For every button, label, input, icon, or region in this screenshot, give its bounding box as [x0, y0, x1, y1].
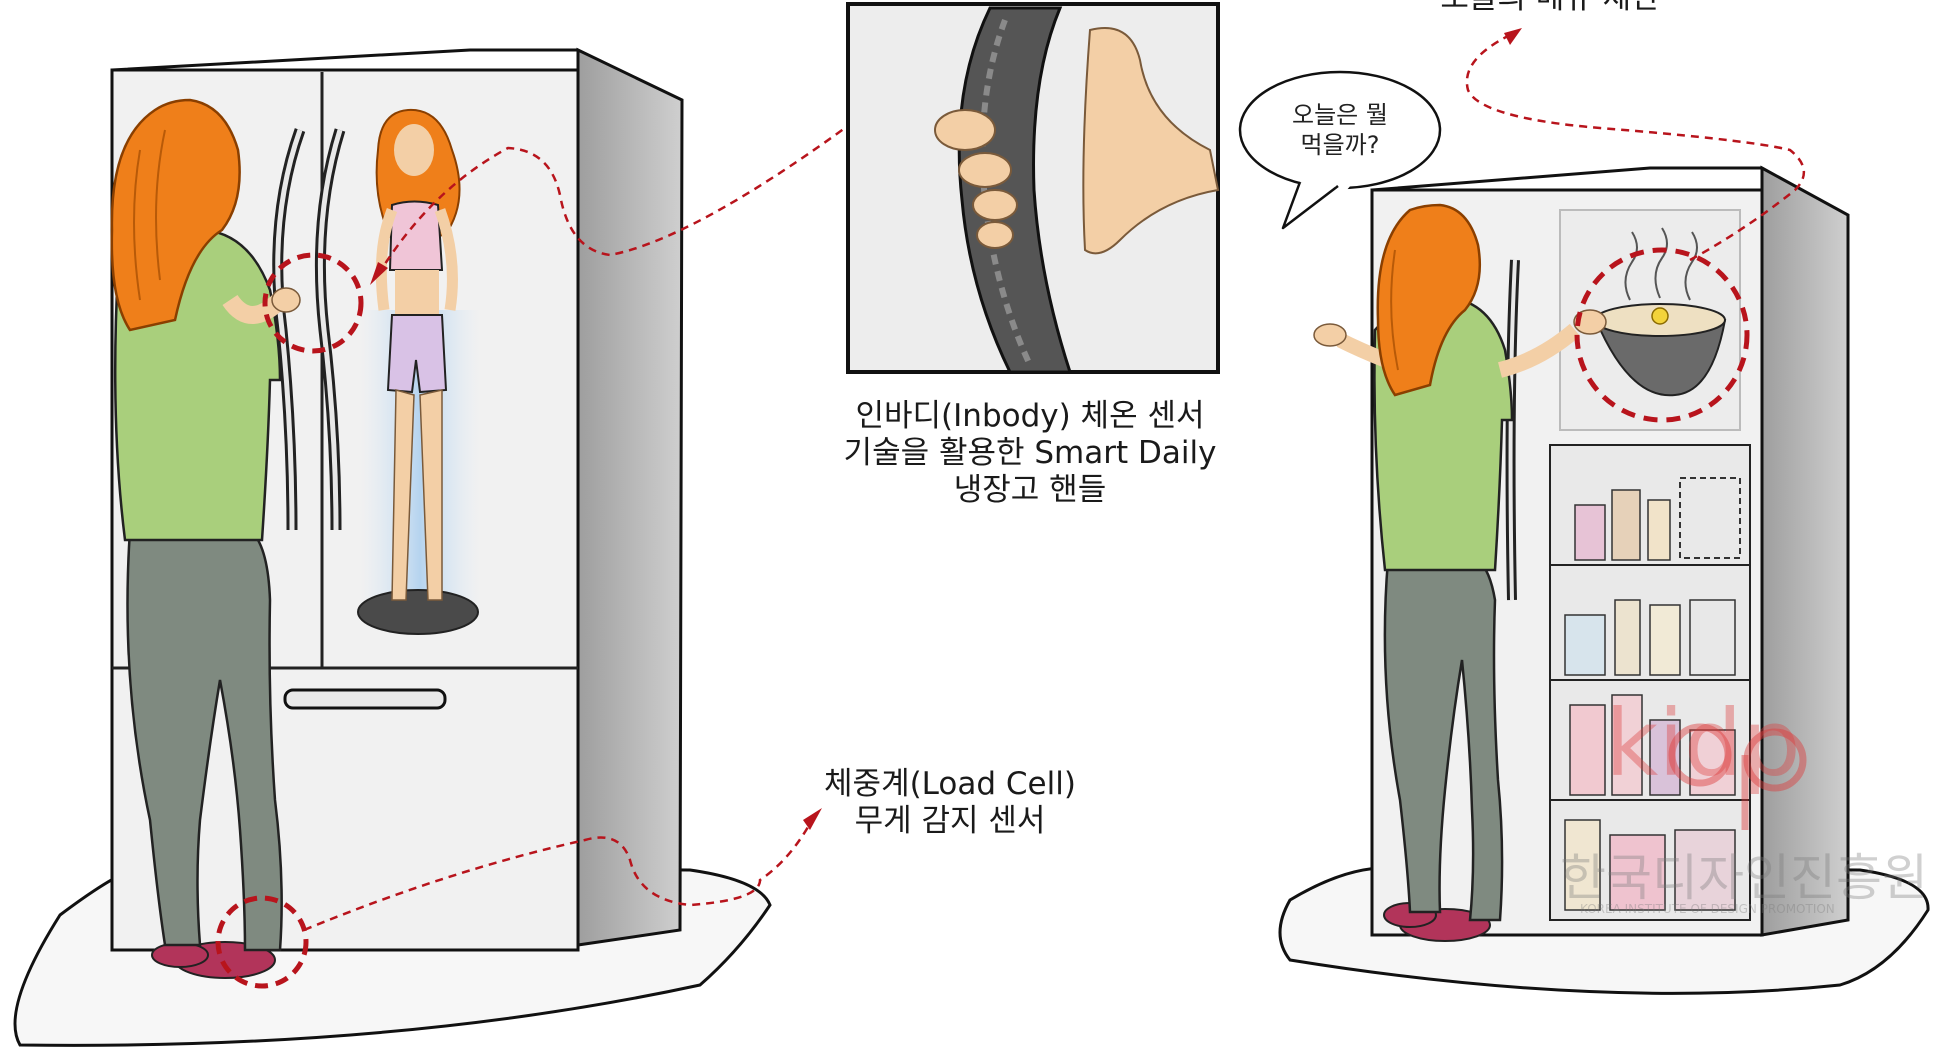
freezer-drawer-handle [285, 690, 445, 708]
speech-bubble-line-2: 먹을까? [1260, 130, 1420, 160]
handle-sensor-caption: 인바디(Inbody) 체온 센서 기술을 활용한 Smart Daily 냉장… [830, 398, 1230, 509]
handle-zoom-inset [848, 4, 1218, 372]
menu-caption-line-1: 오늘의 메뉴 제안 [1420, 0, 1680, 17]
speech-bubble-line-1: 오늘은 뭘 [1260, 100, 1420, 130]
fridge-left-side [578, 50, 682, 945]
watermark-logo: kidp [1605, 690, 1801, 797]
watermark-name: 한국디자인진흥원 [1560, 838, 1928, 910]
load-cell-caption: 체중계(Load Cell) 무게 감지 센서 [820, 766, 1080, 840]
handle-caption-line-3: 냉장고 핸들 [830, 472, 1230, 509]
load-cell-caption-line-1: 체중계(Load Cell) [820, 766, 1080, 803]
arrowhead-menu [1504, 28, 1522, 45]
watermark-english: KOREA INSTITUTE OF DESIGN PROMOTION [1580, 902, 1835, 916]
fridge-right-side [1762, 168, 1848, 935]
handle-caption-line-1: 인바디(Inbody) 체온 센서 [830, 398, 1230, 435]
menu-caption: 오늘의 메뉴 제안 [1420, 0, 1680, 17]
speech-bubble-text: 오늘은 뭘 먹을까? [1260, 100, 1420, 160]
load-cell-caption-line-2: 무게 감지 센서 [820, 803, 1080, 840]
handle-caption-line-2: 기술을 활용한 Smart Daily [830, 435, 1230, 472]
